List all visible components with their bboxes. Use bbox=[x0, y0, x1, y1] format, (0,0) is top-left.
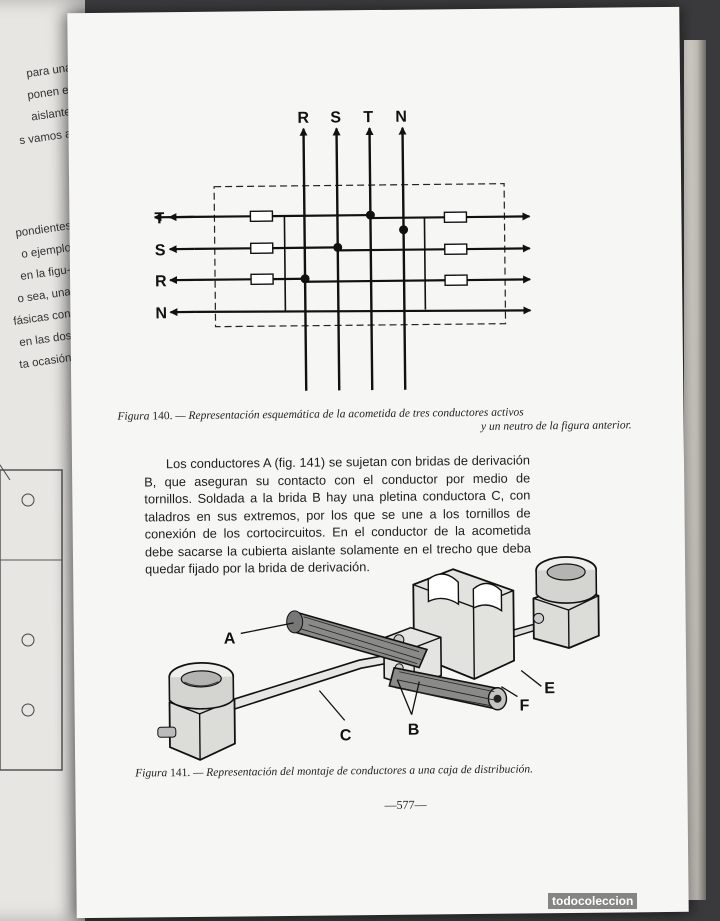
prev-page-line: ta ocasión bbox=[18, 352, 72, 372]
label-horizontal-s: S bbox=[155, 242, 166, 259]
prev-page-line: fásicas con bbox=[13, 308, 72, 328]
label-a: A bbox=[224, 630, 236, 647]
left-fuse-base bbox=[157, 661, 236, 761]
leader-line-e bbox=[520, 670, 542, 687]
label-c: C bbox=[340, 727, 352, 744]
dashed-enclosure bbox=[213, 183, 507, 328]
caption-text: — Representación del montaje de conducto… bbox=[193, 763, 534, 779]
label-vertical-r: R bbox=[297, 110, 309, 127]
label-vertical-t: T bbox=[363, 109, 373, 126]
leader-line-a bbox=[240, 622, 294, 635]
page-number: —577— bbox=[384, 797, 427, 812]
leader-line-b1 bbox=[396, 679, 413, 715]
horizontal-conductor-r bbox=[169, 273, 532, 286]
junction-dot bbox=[365, 210, 375, 220]
conductor-f bbox=[388, 666, 508, 711]
label-f: F bbox=[519, 697, 529, 714]
leader-line-b2 bbox=[411, 681, 420, 715]
vertical-conductor-s bbox=[332, 127, 341, 391]
prev-page-line: pondientes bbox=[14, 220, 72, 240]
vertical-conductor-t bbox=[365, 127, 374, 391]
prev-page-line: aislante bbox=[30, 106, 72, 124]
label-vertical-n: N bbox=[395, 109, 407, 126]
prev-page-line: en la figu- bbox=[20, 264, 72, 283]
figure-141-drawing: A B C E F bbox=[157, 556, 600, 761]
prev-page-line: para una bbox=[25, 62, 72, 81]
watermark-logo: todocoleccion bbox=[548, 893, 638, 909]
label-e: E bbox=[544, 680, 555, 697]
horizontal-conductor-n bbox=[169, 306, 532, 317]
caption-prefix: Figura bbox=[117, 410, 150, 423]
junction-dot bbox=[333, 242, 343, 252]
prev-page-line: s vamos a bbox=[18, 128, 72, 148]
prev-page-line: ponen el bbox=[26, 84, 72, 103]
figure-140-schematic: R S T N T S R N bbox=[153, 109, 532, 391]
leader-line-c bbox=[318, 690, 346, 721]
junction-dot bbox=[399, 225, 409, 235]
label-horizontal-t: T bbox=[154, 210, 164, 227]
leader-line-f bbox=[501, 686, 518, 698]
right-fuse-base bbox=[532, 556, 600, 649]
label-b: B bbox=[408, 722, 420, 739]
book-page: R S T N T S R N Figura 140. — Representa… bbox=[67, 6, 689, 919]
junction-dot bbox=[300, 274, 310, 284]
link-line bbox=[423, 217, 427, 310]
prev-page-line: en las dos bbox=[18, 330, 72, 350]
prev-page-line: o sea, una bbox=[16, 286, 72, 306]
link-line bbox=[283, 215, 287, 311]
label-vertical-s: S bbox=[330, 109, 341, 126]
prev-page-figure bbox=[0, 464, 63, 771]
horizontal-conductor-t bbox=[153, 210, 531, 223]
label-horizontal-n: N bbox=[155, 305, 167, 322]
vertical-conductor-n bbox=[398, 126, 407, 390]
vertical-conductor-r bbox=[299, 127, 308, 391]
caption-prefix: Figura bbox=[135, 767, 168, 780]
caption-line-1: — Representación esquemática de la acome… bbox=[175, 406, 524, 423]
prev-page-line: o ejemplo bbox=[20, 242, 72, 261]
horizontal-conductor-s bbox=[168, 242, 531, 255]
page-stack-edge bbox=[684, 40, 706, 900]
caption-number: 141. bbox=[170, 766, 191, 780]
label-horizontal-r: R bbox=[155, 273, 167, 290]
conductor-a bbox=[286, 610, 429, 669]
figure-140-caption-line-2: y un neutro de la figura anterior. bbox=[480, 419, 632, 433]
caption-number: 140. bbox=[152, 410, 173, 423]
